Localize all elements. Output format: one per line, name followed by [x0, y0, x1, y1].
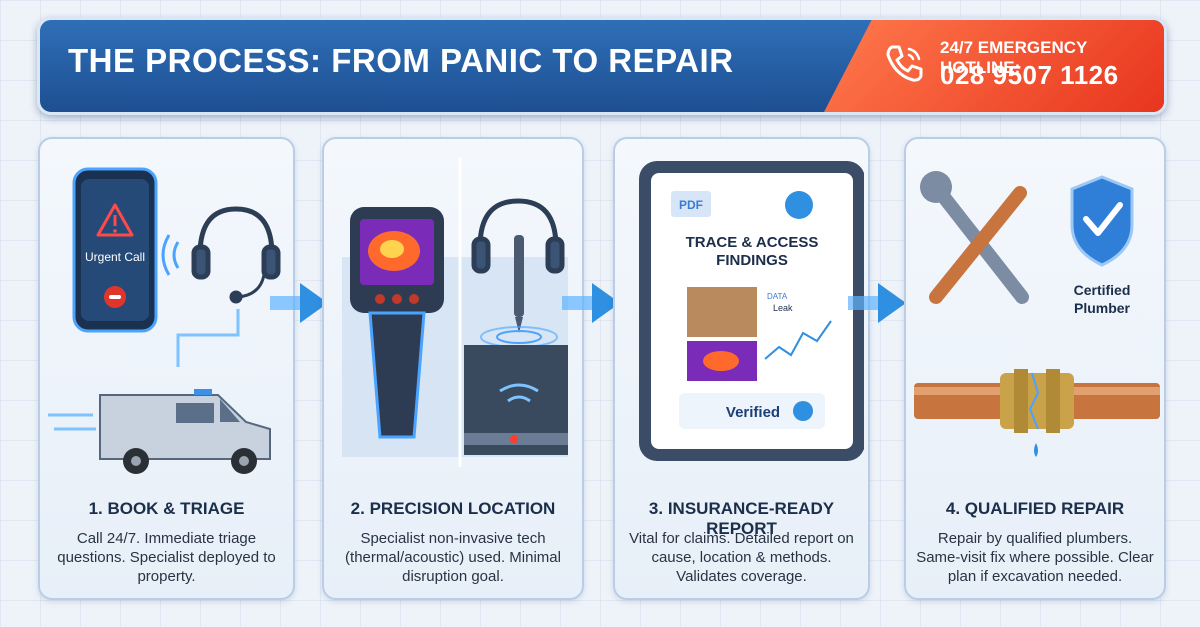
step-title: 4. QUALIFIED REPAIR [945, 499, 1125, 518]
step-card-insurance-report: PDF TRACE & ACCESS FINDINGS DATA Leak Ve… [613, 137, 870, 600]
svg-text:Plumber: Plumber [1074, 300, 1131, 316]
hotline-number[interactable]: 028 9507 1126 [940, 60, 1119, 90]
header-banner: THE PROCESS: FROM PANIC TO REPAIR 24/7 E… [37, 17, 1167, 115]
step-card-qualified-repair: Certified Plumber 4. QUALIFIED REPAIR Re… [904, 137, 1166, 600]
insurance-report-illustration: PDF TRACE & ACCESS FINDINGS DATA Leak Ve… [639, 161, 864, 461]
step-card-book-triage: Urgent Call 1. BOOK & TRIAGE Call 24/7. … [38, 137, 295, 600]
page-title: THE PROCESS: FROM PANIC TO REPAIR [68, 42, 734, 79]
precision-location-illustration [342, 157, 568, 467]
svg-text:DATA: DATA [767, 292, 788, 301]
step-description: Vital for claims. Detailed report on cau… [629, 530, 854, 585]
arrow-right-icon [562, 283, 620, 323]
arrow-right-icon [270, 283, 328, 323]
step-card-precision-location: 2. PRECISION LOCATION Specialist non-inv… [322, 137, 584, 600]
step-description: Call 24/7. Immediate triage questions. S… [57, 530, 276, 585]
shield-icon [1070, 175, 1134, 267]
phone-icon [886, 45, 923, 82]
copper-pipe-icon [929, 186, 1027, 304]
acoustic-probe-icon [480, 235, 558, 348]
book-triage-illustration: Urgent Call [48, 167, 281, 474]
svg-text:Urgent Call: Urgent Call [85, 250, 145, 264]
step-title: 1. BOOK & TRIAGE [88, 499, 245, 518]
acoustic-headphones-icon [471, 198, 565, 274]
emergency-hotline[interactable]: 24/7 EMERGENCY HOTLINE: 028 9507 1126 [824, 20, 1164, 112]
qualified-repair-illustration: Certified Plumber [914, 171, 1160, 457]
headset-icon [161, 206, 281, 304]
step-title: 3. INSURANCE-READY REPORT [648, 499, 835, 538]
thermal-camera-icon [350, 207, 444, 439]
smartphone-icon: Urgent Call [72, 167, 158, 333]
wrench-icon [920, 171, 1029, 304]
svg-text:Certified: Certified [1074, 282, 1131, 298]
arrow-right-icon [848, 283, 906, 323]
step-description: Specialist non-invasive tech (thermal/ac… [345, 530, 561, 585]
step-description: Repair by qualified plumbers. Same-visit… [916, 530, 1154, 585]
tablet-icon: PDF TRACE & ACCESS FINDINGS DATA Leak Ve… [639, 161, 864, 461]
van-icon [48, 389, 271, 474]
pipe-joint-icon [914, 369, 1160, 457]
svg-text:Leak: Leak [773, 303, 793, 313]
hotline-label: 24/7 EMERGENCY HOTLINE: [940, 38, 1088, 77]
svg-text:TRACE & ACCESS: TRACE & ACCESS [686, 234, 819, 251]
svg-text:FINDINGS: FINDINGS [716, 252, 788, 269]
svg-text:PDF: PDF [679, 198, 703, 212]
svg-text:Verified: Verified [726, 404, 780, 421]
step-title: 2. PRECISION LOCATION [350, 499, 556, 518]
